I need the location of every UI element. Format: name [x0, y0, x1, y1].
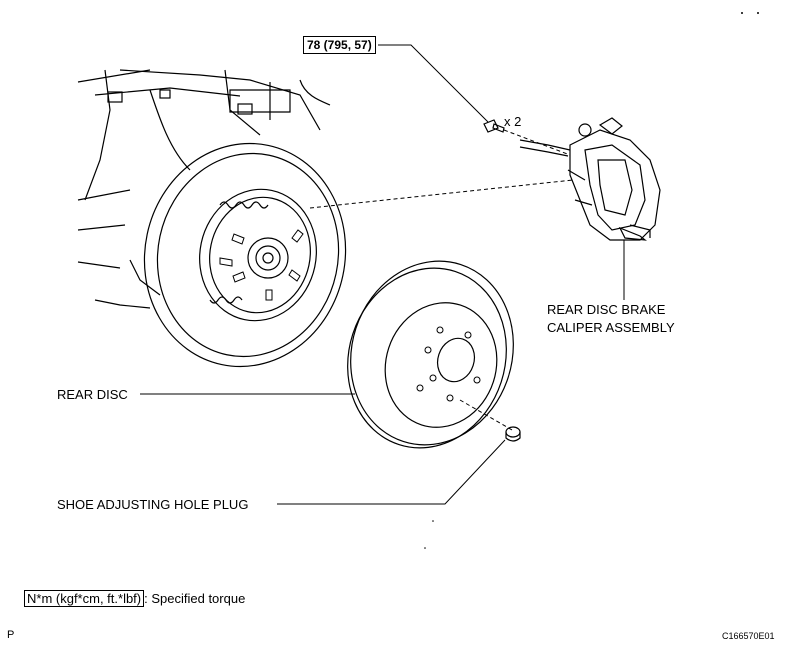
alignment-lines — [309, 129, 574, 431]
leader-lines — [140, 44, 625, 505]
hole-plug-label: SHOE ADJUSTING HOLE PLUG — [57, 497, 249, 512]
page-marker: P — [7, 629, 15, 641]
torque-legend: N*m (kgf*cm, ft.*lbf): Specified torque — [24, 590, 246, 607]
caliper-bolt — [483, 119, 505, 133]
torque-spec-box: 78 (795, 57) — [303, 36, 376, 54]
figure-id: C166570E01 — [722, 631, 775, 641]
backing-plate-assembly — [77, 69, 347, 368]
brake-caliper — [519, 117, 661, 241]
caliper-label-line2: CALIPER ASSEMBLY — [547, 320, 675, 335]
rear-disc-label: REAR DISC — [57, 387, 128, 402]
shoe-adjusting-hole-plug — [505, 426, 521, 442]
rear-disc-rotor — [347, 260, 514, 449]
legend-unit-box: N*m (kgf*cm, ft.*lbf) — [24, 590, 145, 607]
legend-text: : Specified torque — [144, 591, 246, 606]
bolt-quantity-label: x 2 — [504, 114, 522, 129]
caliper-label-line1: REAR DISC BRAKE — [547, 302, 666, 317]
